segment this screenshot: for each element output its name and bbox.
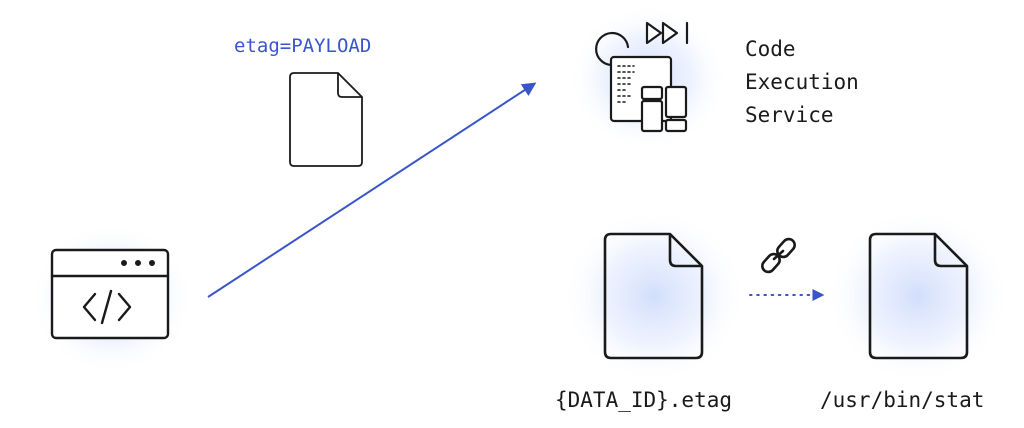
target-file-glow <box>826 208 1010 384</box>
service-label-line1: Code <box>745 37 796 61</box>
service-label-line2: Execution <box>745 70 859 94</box>
data-file-label: {DATA_ID}.etag <box>555 388 733 412</box>
payload-label: etag=PAYLOAD <box>234 35 372 57</box>
request-arrow <box>207 82 537 298</box>
target-file-label: /usr/bin/stat <box>820 388 985 412</box>
data-file-icon <box>603 232 704 360</box>
data-file-glow <box>562 208 746 384</box>
target-file-icon <box>868 232 969 360</box>
document-icon <box>289 72 363 167</box>
code-execution-service-icon <box>595 21 689 133</box>
chain-link-icon <box>761 237 796 274</box>
service-label-line3: Service <box>745 103 834 127</box>
code-window-icon <box>50 248 170 340</box>
service-label: Code Execution Service <box>745 33 859 132</box>
